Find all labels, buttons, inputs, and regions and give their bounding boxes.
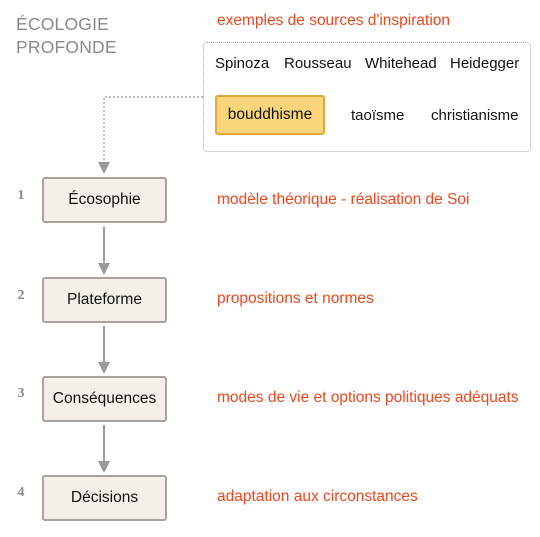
source-taoisme: taoïsme [351, 107, 405, 124]
level-number-4: 4 [17, 485, 25, 500]
source-christianisme: christianisme [431, 107, 519, 124]
level-box-consequences: Conséquences [42, 376, 167, 422]
sources-caption: exemples de sources d'inspiration [217, 12, 450, 29]
level-box-plateforme: Plateforme [42, 277, 167, 323]
level-description-4: adaptation aux circonstances [217, 488, 418, 505]
source-whitehead: Whitehead [365, 55, 437, 72]
arrowhead-to-ecosophie [98, 162, 110, 174]
level-description-3: modes de vie et options politiques adéqu… [217, 389, 519, 406]
level-number-1: 1 [17, 188, 25, 203]
level-description-2: propositions et normes [217, 290, 374, 307]
level-box-ecosophie: Écosophie [42, 177, 167, 223]
arrowhead-to-decisions [98, 461, 110, 473]
source-spinoza: Spinoza [215, 55, 270, 72]
level-number-2: 2 [17, 288, 25, 303]
source-rousseau: Rousseau [284, 55, 352, 72]
arrowhead-to-consequences [98, 362, 110, 374]
level-box-decisions: Décisions [42, 475, 167, 521]
level-description-1: modèle théorique - réalisation de Soi [217, 191, 470, 208]
dotted-connector [103, 96, 203, 163]
source-bouddhisme-highlighted: bouddhisme [215, 95, 325, 135]
level-number-3: 3 [17, 386, 25, 401]
title-line-2: PROFONDE [16, 37, 117, 57]
diagram-title: ÉCOLOGIE PROFONDE [16, 13, 146, 59]
sources-panel [203, 42, 531, 152]
title-line-1: ÉCOLOGIE [16, 14, 110, 34]
arrowhead-to-plateforme [98, 263, 110, 275]
source-heidegger: Heidegger [450, 55, 520, 72]
